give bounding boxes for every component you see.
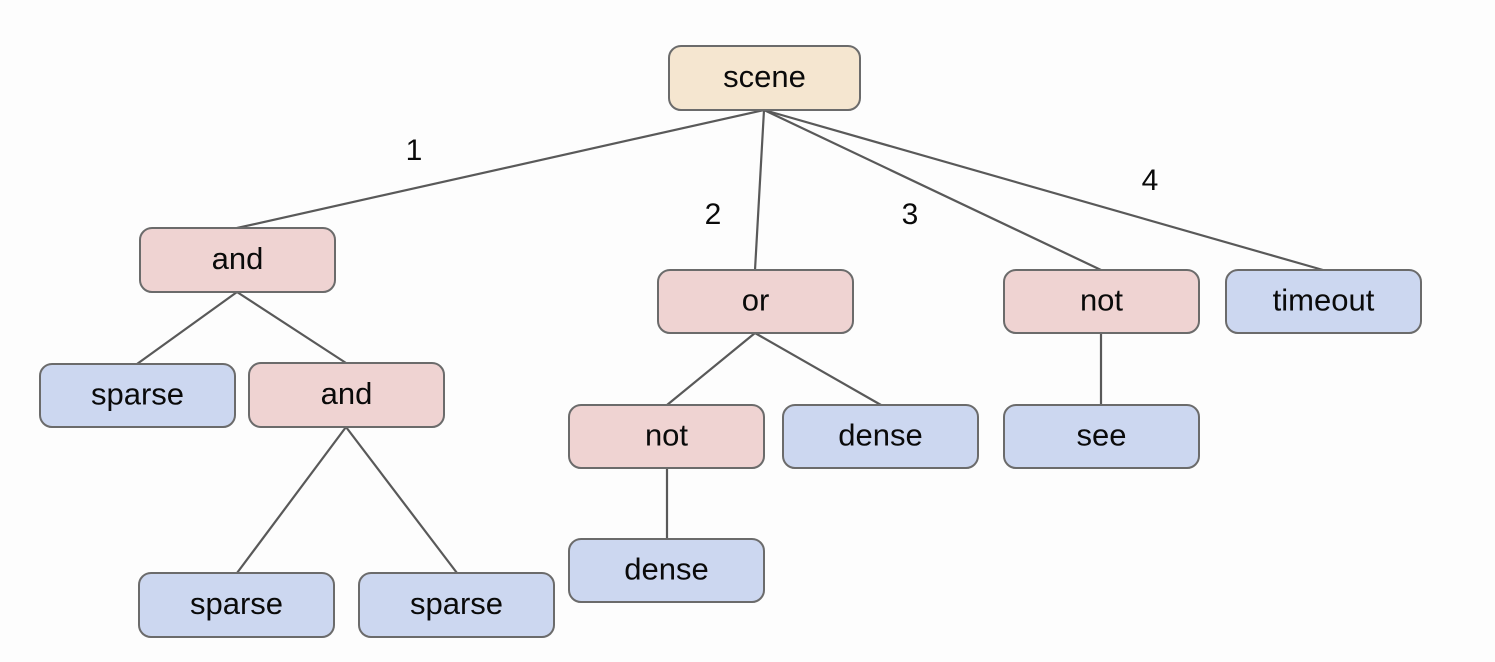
edge-scene-to-and1 xyxy=(235,108,766,230)
edge-or1-to-dense1 xyxy=(753,331,883,407)
edge-labels-layer: 1 2 3 4 xyxy=(406,134,1159,231)
node-sparse1[interactable]: sparse xyxy=(39,363,236,428)
node-timeout1[interactable]: timeout xyxy=(1225,269,1422,334)
nodes-layer: scene and or not timeout sparse and not dense see… xyxy=(39,45,1422,638)
node-box-timeout1[interactable] xyxy=(1225,269,1422,334)
node-box-sparse1[interactable] xyxy=(39,363,236,428)
node-dense2[interactable]: dense xyxy=(568,538,765,603)
edge-scene-to-or1 xyxy=(753,108,766,272)
node-label-or1: or xyxy=(742,283,770,318)
node-label-scene: scene xyxy=(723,59,806,94)
node-label-dense1: dense xyxy=(838,418,922,453)
node-label-dense2: dense xyxy=(624,552,708,587)
node-sparse3[interactable]: sparse xyxy=(358,572,555,638)
node-not1[interactable]: not xyxy=(1003,269,1200,334)
node-label-not1: not xyxy=(1080,283,1123,318)
node-label-not2: not xyxy=(645,418,688,453)
edge-label-4: 4 xyxy=(1142,164,1159,197)
node-box-sparse2[interactable] xyxy=(138,572,335,638)
node-box-and1[interactable] xyxy=(139,227,336,293)
node-label-and1: and xyxy=(212,241,264,276)
node-box-sparse3[interactable] xyxy=(358,572,555,638)
node-scene[interactable]: scene xyxy=(668,45,861,111)
node-box-scene[interactable] xyxy=(668,45,861,111)
node-box-not2[interactable] xyxy=(568,404,765,469)
node-sparse2[interactable]: sparse xyxy=(138,572,335,638)
node-see1[interactable]: see xyxy=(1003,404,1200,469)
edge-label-1: 1 xyxy=(406,134,423,167)
node-label-sparse2: sparse xyxy=(190,586,283,621)
node-label-and2: and xyxy=(321,376,373,411)
node-box-dense2[interactable] xyxy=(568,538,765,603)
edge-and2-to-sparse3 xyxy=(344,425,459,575)
node-label-sparse3: sparse xyxy=(410,586,503,621)
node-and1[interactable]: and xyxy=(139,227,336,293)
node-or1[interactable]: or xyxy=(657,269,854,334)
node-label-see1: see xyxy=(1077,418,1127,453)
edge-scene-to-timeout1 xyxy=(762,108,1325,272)
node-box-see1[interactable] xyxy=(1003,404,1200,469)
node-label-timeout1: timeout xyxy=(1273,283,1375,318)
node-dense1[interactable]: dense xyxy=(782,404,979,469)
edge-scene-to-not1 xyxy=(762,108,1103,272)
edge-label-3: 3 xyxy=(902,198,919,231)
node-not2[interactable]: not xyxy=(568,404,765,469)
edge-label-2: 2 xyxy=(705,198,722,231)
node-label-sparse1: sparse xyxy=(91,377,184,412)
node-box-and2[interactable] xyxy=(248,362,445,428)
edge-and1-to-and2 xyxy=(235,290,348,365)
edges-layer xyxy=(135,108,1325,575)
node-box-not1[interactable] xyxy=(1003,269,1200,334)
node-and2[interactable]: and xyxy=(248,362,445,428)
edge-and1-to-sparse1 xyxy=(135,290,239,366)
edge-and2-to-sparse2 xyxy=(235,425,348,575)
node-box-dense1[interactable] xyxy=(782,404,979,469)
node-box-or1[interactable] xyxy=(657,269,854,334)
edge-or1-to-not2 xyxy=(665,331,757,407)
